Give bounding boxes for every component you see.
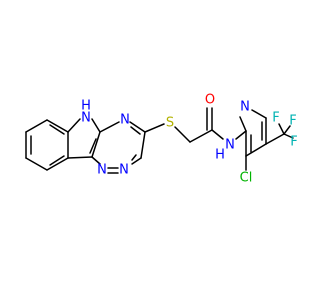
- bond: [131, 154, 137, 161]
- atom-label-sulfur: S: [166, 116, 174, 131]
- atom-label-amide-h: H: [215, 148, 225, 163]
- atom-label-nh-n: N: [81, 111, 91, 126]
- bond: [211, 129, 224, 140]
- bond: [239, 116, 247, 132]
- atom-label-triazine-n-top: N: [120, 113, 130, 128]
- bond: [25, 119, 48, 133]
- atom-label-triazine-n-br: N: [119, 163, 129, 178]
- bond: [89, 138, 97, 154]
- bond: [130, 126, 141, 135]
- molecule-canvas: H N N N N S O N H N Cl F F F: [25, 93, 298, 186]
- bond: [91, 156, 101, 165]
- bond: [251, 109, 267, 119]
- atom-label-nh-h: H: [81, 99, 91, 114]
- bond: [91, 131, 101, 158]
- bond: [283, 133, 294, 139]
- bond: [144, 123, 165, 133]
- bond: [140, 131, 146, 159]
- atom-label-fluorine-1: F: [289, 114, 296, 129]
- bond: [67, 156, 93, 159]
- bond: [46, 119, 69, 133]
- bond: [46, 157, 69, 171]
- atom-label-oxygen: O: [205, 93, 215, 108]
- bond: [265, 133, 285, 145]
- bond: [245, 143, 267, 157]
- atom-label-fluorine-3: F: [272, 111, 279, 126]
- bond: [283, 125, 291, 135]
- bond: [278, 123, 285, 135]
- atom-label-chlorine: Cl: [240, 171, 253, 186]
- atom-label-fluorine-2: F: [290, 135, 297, 150]
- molecule-structure: H N N N N S O N H N Cl F F F: [25, 93, 298, 186]
- atom-label-amide-n: N: [225, 138, 235, 153]
- atom-label-triazine-n-bl: N: [97, 163, 107, 178]
- atom-labels: H N N N N S O N H N Cl F F F: [81, 93, 298, 186]
- atom-label-pyridine-n: N: [240, 100, 250, 115]
- bond: [129, 121, 146, 133]
- bond: [99, 121, 120, 133]
- bond: [67, 118, 81, 133]
- bond: [25, 157, 48, 171]
- bond: [235, 130, 247, 140]
- bond: [189, 129, 213, 143]
- bonds: [25, 107, 294, 174]
- bond: [49, 155, 65, 166]
- bond: [174, 126, 191, 143]
- bond: [49, 124, 65, 135]
- bond: [91, 118, 101, 133]
- bond: [131, 157, 142, 165]
